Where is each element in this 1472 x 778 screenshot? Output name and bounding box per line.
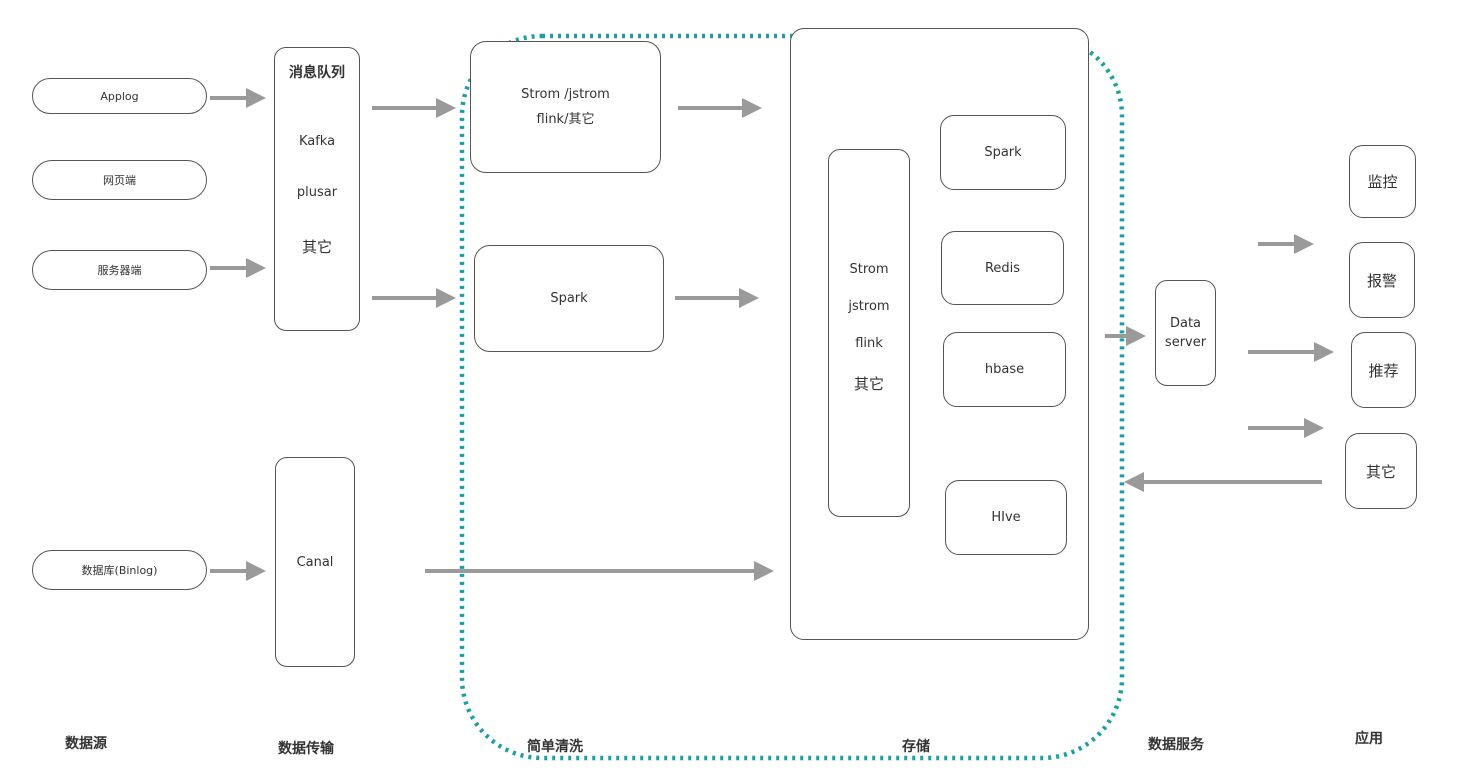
column-label-cleaning: 简单清洗: [527, 739, 583, 755]
store-hbase-label: hbase: [984, 362, 1025, 377]
source-applog-label: Applog: [100, 89, 139, 103]
source-database-label: 数据库(Binlog): [81, 564, 158, 577]
store-hive: HIve: [945, 480, 1067, 555]
column-label-source: 数据源: [65, 736, 107, 752]
source-server: 服务器端: [32, 250, 207, 290]
app-monitor: 监控: [1349, 145, 1416, 218]
app-recommend-label: 推荐: [1368, 361, 1399, 380]
source-web-label: 网页端: [103, 174, 136, 187]
data-server-line-1: Data: [1169, 316, 1202, 331]
compute-strom: Strom: [849, 262, 889, 277]
mq-kafka: Kafka: [298, 134, 336, 149]
canal-label: Canal: [296, 554, 334, 570]
compute-column-box: Strom jstrom flink 其它: [828, 149, 910, 517]
column-label-apps: 应用: [1355, 731, 1383, 747]
canal-box: Canal: [275, 457, 355, 667]
stream-line-2: flink/其它: [536, 112, 595, 127]
source-applog: Applog: [32, 78, 207, 114]
arrows: [210, 88, 1334, 581]
store-spark: Spark: [940, 115, 1066, 190]
stream-processing-box: Strom /jstrom flink/其它: [470, 41, 661, 173]
app-other-label: 其它: [1365, 462, 1396, 481]
column-label-transport: 数据传输: [278, 741, 334, 757]
store-hbase: hbase: [943, 332, 1066, 407]
source-database: 数据库(Binlog): [32, 550, 207, 590]
compute-flink: flink: [855, 336, 883, 351]
compute-other: 其它: [853, 375, 884, 393]
app-monitor-label: 监控: [1367, 173, 1398, 191]
mq-plusar: plusar: [296, 185, 338, 200]
message-queue-box: 消息队列 Kafka plusar 其它: [274, 47, 360, 331]
spark-cleaning-label: Spark: [550, 291, 588, 306]
app-alert-label: 报警: [1366, 271, 1397, 290]
message-queue-title: 消息队列: [289, 65, 345, 81]
app-alert: 报警: [1349, 242, 1415, 318]
store-redis-label: Redis: [984, 260, 1021, 276]
stream-line-1: Strom /jstrom: [521, 87, 610, 102]
store-hive-label: HIve: [991, 510, 1021, 525]
app-recommend: 推荐: [1351, 332, 1416, 408]
spark-cleaning-box: Spark: [474, 245, 664, 352]
compute-jstrom: jstrom: [848, 299, 890, 314]
store-spark-label: Spark: [984, 145, 1022, 160]
data-server-line-2: server: [1164, 335, 1207, 350]
data-server-box: Data server: [1155, 280, 1216, 386]
source-web: 网页端: [32, 160, 207, 200]
app-other: 其它: [1345, 433, 1417, 509]
column-label-data-service: 数据服务: [1148, 737, 1204, 753]
mq-other: 其它: [301, 238, 332, 256]
column-label-storage: 存储: [902, 739, 930, 755]
source-server-label: 服务器端: [97, 264, 142, 277]
store-redis: Redis: [941, 231, 1064, 305]
